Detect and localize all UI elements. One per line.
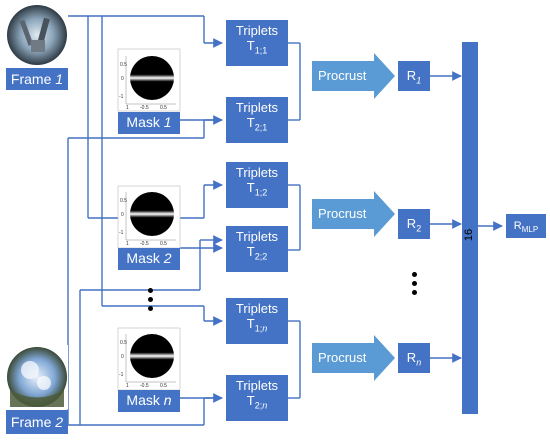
mask2-label-num: 2 — [163, 250, 172, 266]
procrust-arrow-n — [312, 335, 395, 381]
rotation-n-sub: n — [416, 357, 422, 368]
triplet-1-n-symbol: T1;n — [246, 316, 268, 334]
mask2-tick-d: -1 — [119, 230, 124, 236]
output-r-mlp-sub: MLP — [521, 225, 539, 235]
mask2-tick-e: 1 — [126, 241, 129, 247]
maskn-tick-f: 0.5 — [160, 383, 167, 389]
mask1-tick-d: -1 — [119, 94, 124, 100]
ellipsis-dot — [148, 297, 153, 302]
frame1-image — [6, 4, 68, 68]
maskn-tick-d: -1 — [119, 372, 124, 378]
rotation-n-symbol: R — [406, 350, 417, 365]
mask1-label: Mask 1 — [118, 112, 180, 134]
rotation-1-symbol: R — [406, 68, 417, 83]
triplet-1-1-title: Triplets — [235, 23, 279, 38]
rotation-2-sub: 2 — [416, 223, 422, 234]
procrust-label-2: Procrust — [318, 206, 367, 221]
triplet-1-n: Triplets T1;n — [226, 298, 288, 344]
maskn-image — [117, 327, 181, 391]
triplet-2-1-symbol: T2;1 — [246, 115, 268, 133]
triplet-2-1-title: Triplets — [235, 100, 279, 115]
maskn-tick-c: -0.5 — [140, 383, 149, 389]
ellipsis-masks — [148, 288, 153, 315]
mask-tick-labels: 0.5 0 -0.5 -1 1 0.5 0.5 0 -0.5 -1 1 0.5 … — [119, 62, 167, 389]
mask1-tick-f: 0.5 — [160, 105, 167, 111]
ellipsis-dot — [148, 306, 153, 311]
mask1-tick-c: -0.5 — [140, 105, 149, 111]
triplet-2-n: Triplets T2;n — [226, 375, 288, 421]
mlp-bar-label: 16 — [463, 228, 475, 242]
mask2-tick-a: 0.5 — [120, 198, 127, 204]
mask1-label-num: 1 — [163, 114, 172, 130]
frame2-label: Frame 2 — [6, 410, 68, 434]
triplet-1-2: Triplets T1;2 — [226, 162, 288, 208]
rotation-2-symbol: R — [406, 216, 417, 231]
rotation-2: R2 — [398, 209, 430, 239]
output-r-mlp: RMLP — [506, 214, 546, 238]
rotation-1: R1 — [398, 61, 430, 91]
maskn-tick-a: 0.5 — [120, 340, 127, 346]
mask1-tick-e: 1 — [126, 105, 129, 111]
triplet-2-2-symbol: T2;2 — [246, 244, 268, 262]
maskn-label-text: Mask — [126, 392, 164, 408]
triplet-1-1-symbol: T1;1 — [246, 38, 268, 56]
frame1-connectors — [68, 15, 223, 326]
mask2-label: Mask 2 — [118, 248, 180, 270]
maskn-tick-e: 1 — [126, 383, 129, 389]
mask-connectors — [180, 119, 223, 399]
mask1-tick-b: 0 — [121, 76, 124, 82]
frame1-label-text: Frame — [10, 71, 56, 87]
frame2-label-num: 2 — [55, 414, 64, 430]
triplet-1-1: Triplets T1;1 — [226, 20, 288, 66]
triplet-1-2-symbol: T1;2 — [246, 180, 268, 198]
mask2-tick-c: -0.5 — [140, 241, 149, 247]
procrust-arrow-2 — [312, 191, 395, 237]
ellipsis-dot — [412, 272, 417, 277]
ellipsis-dot — [412, 281, 417, 286]
triplet-1-2-title: Triplets — [235, 165, 279, 180]
maskn-label: Mask n — [118, 390, 180, 412]
procrust-arrow-1 — [312, 53, 395, 99]
triplet-2-n-title: Triplets — [235, 378, 279, 393]
rotation-n: Rn — [398, 343, 430, 373]
triplet-2-2-title: Triplets — [235, 229, 279, 244]
mask2-tick-f: 0.5 — [160, 241, 167, 247]
mlp-bar — [462, 42, 478, 414]
rotation-1-sub: 1 — [416, 75, 422, 86]
mask1-label-text: Mask — [126, 114, 164, 130]
ellipsis-dot — [148, 288, 153, 293]
r-mlp-connectors — [430, 71, 503, 363]
mask1-tick-a: 0.5 — [120, 62, 127, 68]
frame2-label-text: Frame — [10, 414, 56, 430]
triplet-1-n-title: Triplets — [235, 301, 279, 316]
frame1-label: Frame 1 — [6, 68, 68, 90]
procrust-label-n: Procrust — [318, 350, 367, 365]
output-r-mlp-symbol: R — [513, 220, 522, 232]
triplet-2-2: Triplets T2;2 — [226, 226, 288, 272]
triplet-2-n-symbol: T2;n — [246, 393, 268, 411]
mask2-tick-b: 0 — [121, 212, 124, 218]
maskn-tick-b: 0 — [121, 354, 124, 360]
ellipsis-dot — [412, 290, 417, 295]
maskn-label-num: n — [163, 392, 172, 408]
procrust-label-1: Procrust — [318, 68, 367, 83]
frame2-image — [6, 345, 68, 409]
triplet-2-1: Triplets T2;1 — [226, 97, 288, 143]
frame1-label-num: 1 — [55, 71, 64, 87]
ellipsis-rotations — [412, 272, 417, 299]
mask1-image — [117, 48, 181, 112]
triplet-procrust-connectors — [288, 42, 301, 399]
mask2-label-text: Mask — [126, 250, 164, 266]
mask2-image — [117, 185, 181, 249]
